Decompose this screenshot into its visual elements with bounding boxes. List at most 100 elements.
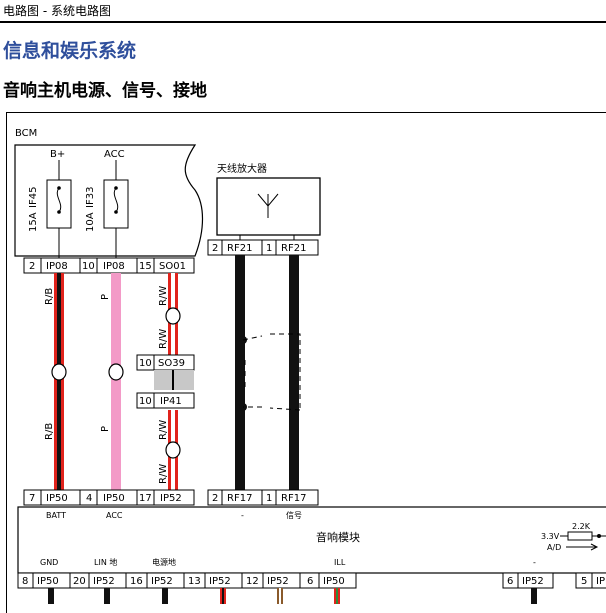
lower-wire-stubs — [48, 588, 537, 604]
wire-stub-stripe — [222, 588, 224, 604]
lower-connector-row: 8 IP50 20 IP52 16 IP52 13 IP52 12 IP52 6… — [17, 572, 606, 589]
wire-p-sheath — [111, 273, 121, 490]
fuse1-dot-a — [57, 186, 61, 190]
wire-rb-splice — [51, 363, 67, 381]
fuse1-dot-b — [57, 210, 61, 214]
fuse2-name: IF33 — [85, 187, 96, 208]
connector-name: IP52 — [267, 576, 289, 587]
connector-pin: 20 — [73, 576, 86, 587]
wire-stub-stripe — [279, 588, 281, 604]
pin-function: GND — [40, 558, 58, 567]
wire-rw-splice-upper — [165, 307, 181, 325]
top-connector-strip — [23, 257, 195, 274]
wire-rw-splice-lower — [165, 441, 181, 459]
connector-name: SO39 — [158, 358, 185, 369]
wire-p: P P — [100, 273, 124, 490]
wire-label: P — [100, 294, 111, 300]
wire-label: P — [100, 426, 111, 432]
bottom-connector-row: 7 IP50 4 IP50 17 IP52 2 RF17 1 RF17 — [23, 489, 319, 506]
wire-label: R/W — [158, 464, 169, 484]
resistor-icon — [567, 531, 593, 541]
connector-pin: 13 — [188, 576, 201, 587]
bottom-connector-strip — [23, 489, 195, 506]
audio-module: BATT ACC - 信号 音响模块 GND LIN 地 电源地 ILL - 3… — [17, 506, 606, 574]
voltage-label: 3.3V — [541, 532, 560, 541]
page-title: 信息和娱乐系统 — [3, 40, 137, 62]
fuse2-icon — [113, 187, 119, 213]
top-connector-row: 2 IP08 10 IP08 15 SO01 2 RF21 1 RF21 — [23, 239, 319, 274]
lower-connector-strip — [17, 572, 357, 589]
pin-function: LIN 地 — [94, 557, 117, 567]
ip52-connector — [502, 572, 554, 589]
fuse1-icon — [56, 187, 62, 213]
connector-name: IP50 — [37, 576, 59, 587]
connector-name: IP — [596, 576, 605, 587]
connector-pin: 10 — [139, 396, 152, 407]
fuse1-supply: B+ — [50, 149, 65, 160]
connector-pin: 2 — [29, 261, 35, 272]
connector-name: IP08 — [46, 261, 68, 272]
breadcrumb[interactable]: 电路图 - 系统电路图 — [3, 4, 111, 18]
connector-pin: 4 — [86, 493, 92, 504]
shield-outline — [242, 333, 301, 411]
pin-function: 信号 — [286, 510, 302, 520]
connector-pin: 2 — [212, 493, 218, 504]
wire-rb: R/B R/B — [44, 273, 67, 490]
connector-name: IP52 — [522, 576, 544, 587]
antenna-wires — [235, 255, 301, 490]
connector-name: RF21 — [227, 243, 252, 254]
connector-pin: 6 — [307, 576, 313, 587]
bcm-outline — [14, 144, 204, 257]
page-subtitle: 音响主机电源、信号、接地 — [3, 81, 207, 101]
wire-label: R/W — [158, 329, 169, 349]
ip-connector — [575, 572, 606, 589]
header-divider — [0, 21, 606, 23]
diagram-frame — [6, 112, 606, 613]
connector-name: IP52 — [209, 576, 231, 587]
arrow-icon — [590, 543, 599, 551]
pin-function: BATT — [46, 511, 66, 520]
wire-rw: R/W R/W R/W R/W — [158, 273, 181, 490]
wire-label: R/B — [44, 423, 55, 440]
connector-pin: 1 — [266, 493, 272, 504]
wire-label: R/W — [158, 286, 169, 306]
pin-function: - — [241, 511, 244, 520]
connector-pin: 12 — [246, 576, 259, 587]
bcm-label: BCM — [15, 128, 37, 139]
wire-rb-stripe — [57, 273, 61, 490]
pin-function: ILL — [334, 558, 346, 567]
connector-name: RF17 — [281, 493, 306, 504]
connector-name: RF21 — [281, 243, 306, 254]
connector-name: IP50 — [103, 493, 125, 504]
connector-name: IP52 — [93, 576, 115, 587]
connector-pin: 15 — [139, 261, 152, 272]
pin-function: - — [533, 558, 536, 567]
rf17-connector — [207, 489, 319, 506]
connector-name: IP52 — [160, 493, 182, 504]
connector-name: IP50 — [46, 493, 68, 504]
rf21-connector — [207, 239, 319, 256]
ad-label: A/D — [547, 543, 561, 552]
connector-name: RF17 — [227, 493, 252, 504]
fuse2-dot-b — [114, 210, 118, 214]
resistor-label: 2.2K — [572, 522, 591, 531]
connector-pin: 2 — [212, 243, 218, 254]
wire-stub-black — [48, 588, 54, 604]
fuse2-supply: ACC — [104, 149, 125, 160]
fuse1-name: IF45 — [28, 187, 39, 208]
fuse1-rating: 15A — [28, 212, 39, 232]
connector-name: IP08 — [103, 261, 125, 272]
connector-pin: 1 — [266, 243, 272, 254]
connector-pin: 10 — [139, 358, 152, 369]
amplifier-label: 天线放大器 — [217, 162, 267, 175]
wire-stub-black — [531, 588, 537, 604]
wire-label: R/B — [44, 288, 55, 305]
node-dot — [597, 534, 601, 538]
wire-stub-black — [104, 588, 110, 604]
wire-stub-stripe — [336, 588, 338, 604]
wire-p-splice — [108, 363, 124, 381]
connector-pin: 16 — [130, 576, 143, 587]
connector-name: IP50 — [323, 576, 345, 587]
wire-black-2 — [289, 255, 299, 490]
wire-black-1 — [235, 255, 245, 490]
